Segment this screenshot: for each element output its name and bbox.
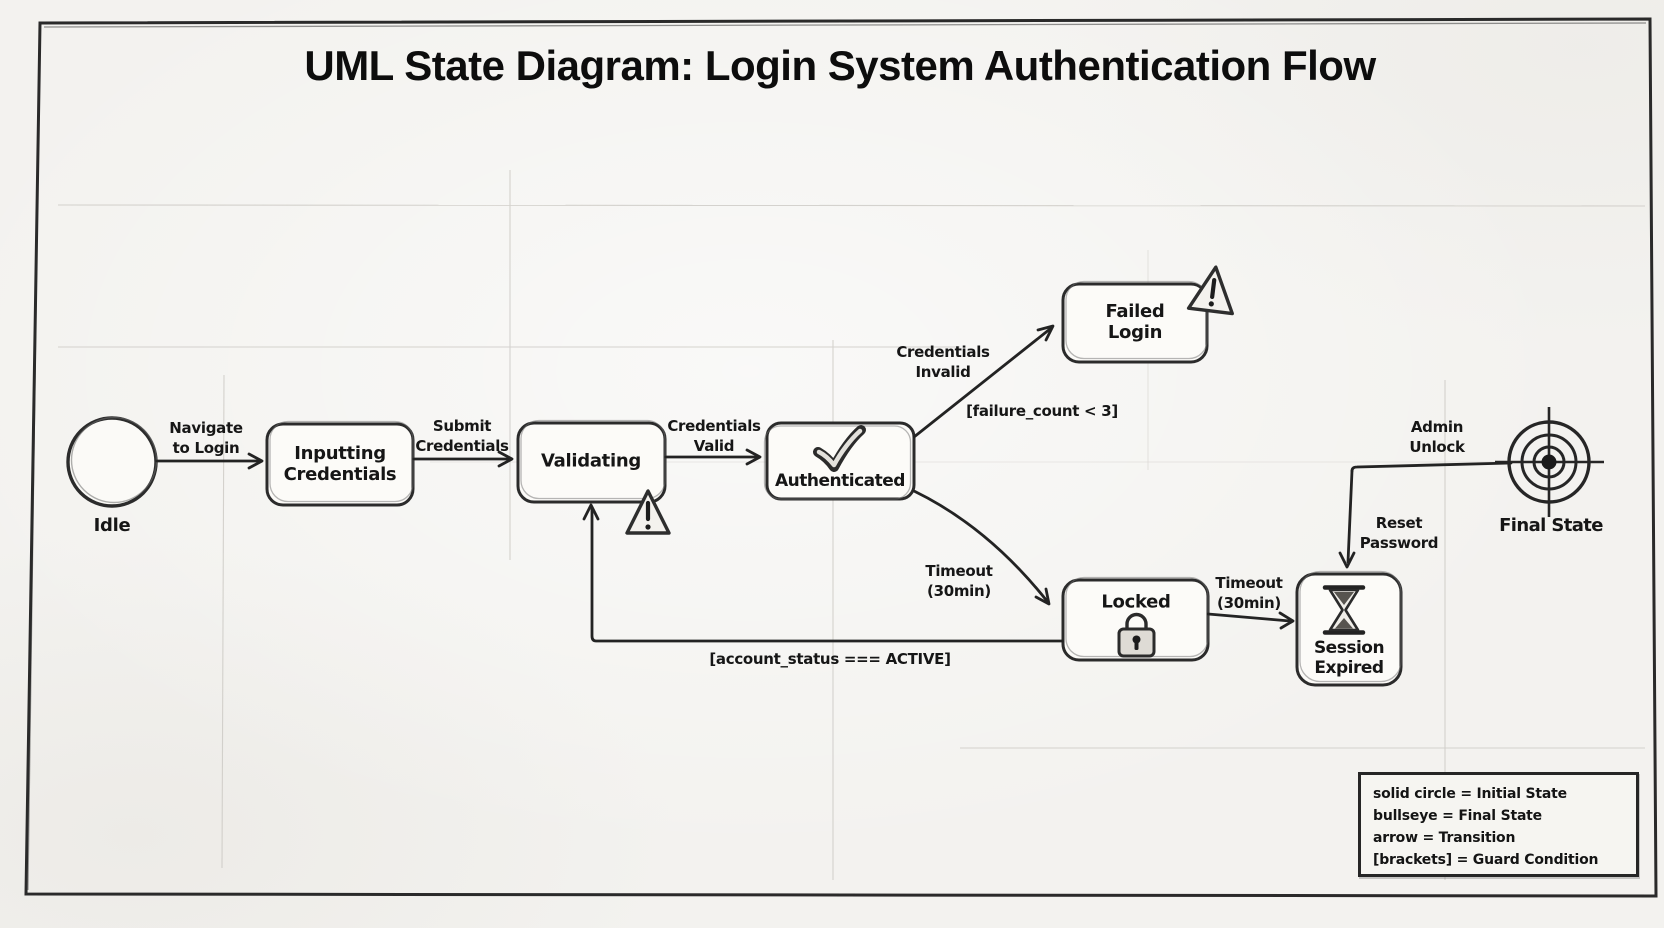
transition-label-reset-password: Reset Password — [1359, 513, 1439, 552]
transition-label-timeout-authenticated-locked: Timeout (30min) — [925, 561, 993, 600]
diagram-title: UML State Diagram: Login System Authenti… — [304, 42, 1376, 89]
state-label-locked: Locked — [1101, 591, 1171, 613]
transition-arrow-authenticated-to-locked — [912, 489, 1051, 606]
state-label-authenticated: Authenticated — [775, 470, 905, 491]
transition-arrows — [155, 324, 1513, 643]
state-label-validating: Validating — [541, 450, 641, 472]
legend-line-guard-condition: [brackets] = Guard Condition — [1373, 852, 1599, 868]
transition-arrow-inputting-to-validating — [412, 450, 514, 468]
checkmark-icon — [813, 425, 866, 472]
final-state-label: Final State — [1499, 514, 1603, 536]
final-state-bullseye — [1495, 407, 1604, 517]
legend-line-transition: arrow = Transition — [1373, 830, 1516, 846]
initial-state-label: Idle — [93, 514, 131, 536]
transition-label-navigate-to-login: Navigate to Login — [169, 418, 243, 457]
warning-icon-failed-login — [1186, 265, 1234, 316]
state-box-validating — [516, 419, 667, 504]
initial-state-circle — [66, 416, 158, 508]
warning-icon-validating — [625, 489, 671, 535]
state-label-inputting-credentials: Inputting Credentials — [283, 442, 397, 485]
transition-arrow-authenticated-to-failed-login — [912, 324, 1055, 439]
transition-line-admin-unlock-to-final-state — [1350, 461, 1513, 473]
state-box-failed-login — [1061, 280, 1209, 364]
state-label-failed-login: Failed Login — [1105, 300, 1165, 343]
page-border — [24, 17, 1658, 898]
transition-arrow-reset-password-to-session-expired — [1338, 469, 1356, 569]
transition-arrow-idle-to-inputting — [155, 452, 264, 470]
guard-label-failure-count: [failure_count < 3] — [966, 401, 1118, 420]
transition-label-credentials-valid: Credentials Valid — [667, 416, 761, 455]
transition-arrow-locked-to-session-expired — [1206, 611, 1295, 630]
transition-label-timeout-locked-session: Timeout (30min) — [1215, 573, 1283, 612]
transition-label-credentials-invalid: Credentials Invalid — [896, 342, 990, 381]
hourglass-icon — [1322, 585, 1366, 635]
transition-label-submit-credentials: Submit Credentials — [415, 416, 509, 455]
padlock-icon — [1117, 612, 1156, 658]
transition-arrow-validating-to-authenticated — [664, 448, 762, 466]
state-label-session-expired: Session Expired — [1313, 637, 1385, 678]
legend-box: solid circle = Initial State bullseye = … — [1358, 772, 1639, 877]
guard-label-account-status: [account_status === ACTIVE] — [709, 649, 951, 668]
state-box-inputting-credentials — [265, 420, 415, 507]
legend-line-final-state: bullseye = Final State — [1373, 808, 1542, 824]
legend-line-initial-state: solid circle = Initial State — [1373, 786, 1567, 802]
transition-label-admin-unlock: Admin Unlock — [1409, 417, 1465, 456]
transition-arrow-locked-to-validating — [582, 503, 1064, 643]
state-box-locked — [1061, 576, 1210, 662]
